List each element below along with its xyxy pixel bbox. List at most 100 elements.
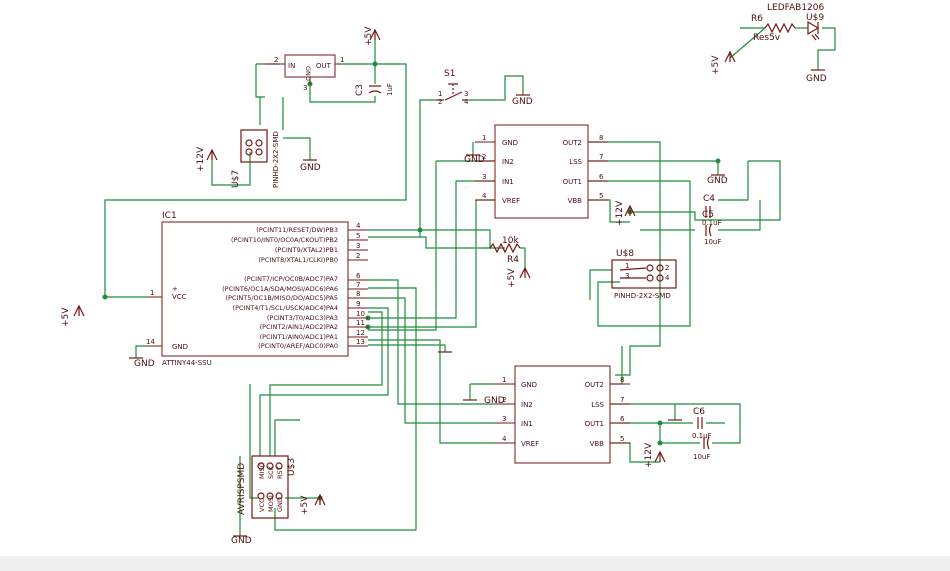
switch-s1-symbol	[436, 83, 466, 101]
c6-value1: 0.1uF	[692, 432, 712, 440]
driver1-lss: LSS	[569, 158, 582, 166]
driver1-num: 5	[599, 192, 603, 200]
ic1-pin-label: (PCINT5/OC1B/MISO/DO/ADC5)PA5	[225, 294, 338, 302]
gnd-label: GND	[707, 176, 728, 186]
reg-pin3: 3	[303, 84, 307, 92]
driver1-num: 1	[482, 134, 486, 142]
ic1-pin-num: 4	[356, 222, 361, 230]
driver2-symbol	[495, 365, 630, 464]
driver1-in1: IN1	[502, 178, 514, 186]
ic1-pin-num: 7	[356, 281, 360, 289]
junctions	[102, 61, 721, 501]
c6-name: C6	[693, 407, 705, 417]
switch-s1-p1: 1	[438, 90, 442, 98]
driver1-num: 4	[482, 192, 487, 200]
ic1-right-pin-labels: (PCINT11/RESET/DW)PB3 (PCINT10/INT0/OC0A…	[222, 226, 338, 350]
u3-isp-symbol	[251, 455, 289, 519]
gnd-label: GND	[231, 536, 252, 546]
driver2-num: 6	[620, 415, 625, 423]
reg-in: IN	[288, 62, 295, 70]
driver2-in1: IN1	[521, 420, 533, 428]
ic1-pin-num: 3	[356, 242, 360, 250]
u3-rst: RST	[276, 466, 284, 479]
driver1-out1: OUT1	[563, 178, 582, 186]
ic1-pin-label: (PCINT9/XTAL2)PB1	[275, 246, 338, 254]
ic1-pin-num: 13	[356, 338, 365, 346]
r4-value: 10k	[502, 236, 519, 246]
driver1-symbol	[475, 124, 608, 219]
switch-s1-p2: 2	[438, 98, 442, 106]
u3-miso: MISO	[258, 462, 266, 479]
driver1-gnd: GND	[502, 139, 518, 147]
supply-label: +5V	[61, 307, 71, 327]
r6-name: R6	[751, 14, 763, 24]
gnd-label: GND	[484, 396, 505, 406]
driver1-num: 8	[599, 134, 603, 142]
driver2-num: 1	[502, 376, 506, 384]
u3-value: AVRISPSMD	[237, 463, 247, 515]
ic1-pin-label: (PCINT3/T0/ADC3)PA3	[267, 314, 338, 322]
c4-name: C4	[703, 194, 715, 204]
u3-name: U$3	[287, 458, 297, 476]
schematic-diagram: IC1 ATTINY44-SSU VCC + 1 GND 14 (PCINT11…	[61, 3, 836, 546]
driver2-out1: OUT1	[585, 420, 604, 428]
c3-symbol	[368, 85, 382, 94]
c4-value2: 10uF	[704, 238, 721, 246]
switch-s1-p4: 4	[464, 98, 469, 106]
gnd-label: GND	[512, 97, 533, 107]
driver2-num: 7	[620, 396, 624, 404]
driver2-lss: LSS	[591, 401, 604, 409]
supply-label: +5V	[300, 495, 310, 515]
switch-s1-p3: 3	[464, 90, 468, 98]
switch-s1-name: S1	[444, 69, 455, 79]
u7-symbol	[240, 129, 268, 163]
ic1-pin-label: (PCINT10/INT0/OC0A/CKOUT)PB2	[231, 236, 338, 244]
driver1-num: 7	[599, 153, 603, 161]
u3-vcc: VCC	[258, 498, 266, 512]
supply-label: +5V	[507, 268, 517, 288]
u3-sck: SCK	[267, 465, 275, 479]
wires	[104, 27, 836, 536]
driver2-vref: VREF	[521, 440, 539, 448]
bottom-status-bar	[0, 556, 950, 571]
driver1-num: 6	[599, 173, 604, 181]
gnd-label: GND	[806, 74, 827, 84]
r4-name: R4	[507, 255, 519, 265]
ic1-pin-num: 5	[356, 232, 360, 240]
ic1-pin-label: (PCINT0/AREF/ADC0)PA0	[258, 342, 338, 350]
u8-p3: 3	[625, 272, 629, 280]
supply-label: +12V	[615, 200, 625, 226]
ic1-pin-label: (PCINT7/ICP/OC0B/ADC7)PA7	[244, 275, 338, 283]
ic1-pin-num: 2	[356, 252, 360, 260]
ic1-value: ATTINY44-SSU	[162, 359, 212, 367]
u8-value: PINHD-2X2-SMD	[614, 292, 671, 300]
ic1-pin-label: (PCINT4/T1/SCL/USCK/ADC4)PA4	[233, 304, 338, 312]
ic1-pin-num: 6	[356, 272, 361, 280]
u8-symbol	[611, 259, 677, 289]
c4-value1: 0.1uF	[702, 219, 722, 227]
u3-gnd: GND	[276, 497, 284, 512]
u7-name: U$7	[231, 170, 241, 188]
ic1-pin-label: (PCINT1/AIN0/ADC1)PA1	[260, 333, 338, 341]
ic1-gnd-num: 14	[146, 338, 155, 346]
reg-out: OUT	[316, 62, 332, 70]
driver1-num: 2	[482, 153, 486, 161]
ic1-plus: +	[172, 285, 178, 293]
u8-p4: 4	[665, 274, 670, 282]
ic1-right-pin-numbers: 4 5 3 2 6 7 8 9 10 11 12 13	[356, 222, 365, 346]
ic1-pin-num: 9	[356, 300, 360, 308]
driver2-gnd: GND	[521, 381, 537, 389]
ic1-pin-label: (PCINT6/OC1A/SDA/MOSI/ADC6)PA6	[222, 285, 338, 293]
supply-label: +5V	[711, 55, 721, 75]
driver2-num: 4	[502, 435, 507, 443]
supply-symbols	[73, 28, 825, 537]
u8-p1: 1	[625, 262, 629, 270]
supply-label: +5V	[364, 26, 374, 46]
driver2-out2: OUT2	[585, 381, 604, 389]
r6-value: Res5v	[753, 33, 781, 43]
led-name: U$9	[806, 13, 824, 23]
reg-pin1: 1	[340, 56, 344, 64]
ic1-vcc-label: VCC	[172, 293, 187, 301]
gnd-label: GND	[134, 359, 155, 369]
r4-symbol	[489, 242, 521, 254]
